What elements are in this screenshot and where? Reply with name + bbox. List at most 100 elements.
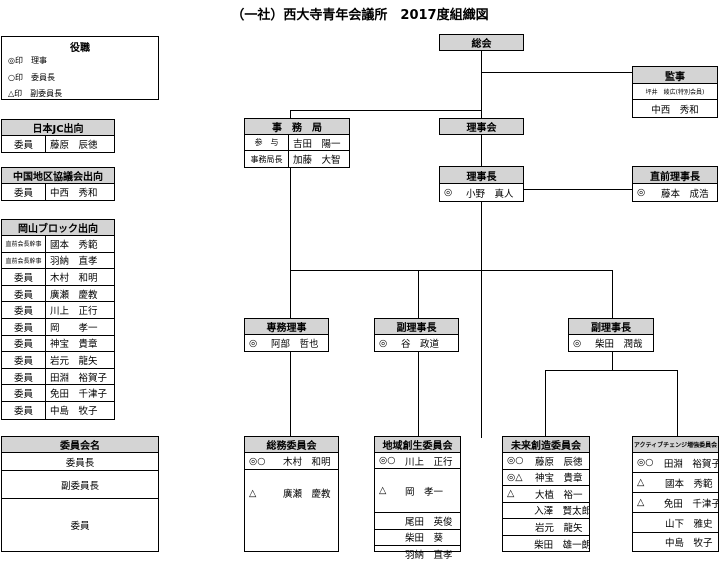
template-member-row: 委員 <box>2 499 158 551</box>
mark-cell: △ <box>637 477 645 488</box>
name-cell: 中西 秀和 <box>50 188 98 199</box>
name-cell: 神宝 貴章 <box>50 339 98 351</box>
name-cell: 木村 和明 <box>50 272 98 284</box>
role-cell: 委員 <box>2 302 46 318</box>
active-change-committee-box: アクティブチェンジ増強委員会 ◎○田淵 裕賀子 △ 國本 秀範 △免田 千津子山下 雅… <box>632 436 719 552</box>
table-row: 委員木村 和明 <box>2 269 114 286</box>
table-row: 柴田 葵 <box>375 530 460 547</box>
connector <box>290 110 291 118</box>
connector <box>545 370 678 371</box>
table-row: 委員 藤原 辰徳 <box>2 136 114 152</box>
jc-secondment-header: 日本JC出向 <box>2 120 114 136</box>
connector <box>612 270 613 318</box>
template-vice-row: 副委員長 <box>2 471 158 499</box>
table-row: 委員廣瀬 慶教 <box>2 285 114 303</box>
mark-cell: ◎ <box>444 187 453 198</box>
president-box: 理事長 ◎ 小野 真人 <box>439 166 524 202</box>
name-cell: 國本 秀範 <box>50 239 98 251</box>
table-row: 委員岡 孝一 <box>2 318 114 336</box>
mark-cell <box>633 513 661 532</box>
template-member: 委員 <box>70 521 90 532</box>
committee-header: 総務委員会 <box>245 437 338 453</box>
role-cell: 委員 <box>2 269 46 285</box>
vice-president-box: 副理事長 ◎ 柴田 潤哉 <box>568 318 654 352</box>
name-cell: 免田 千津子 <box>50 389 108 401</box>
mark-cell: ◎△ <box>507 471 523 483</box>
name-cell: 免田 千津子 <box>663 498 718 510</box>
table-row: 委員田淵 裕賀子 <box>2 368 114 386</box>
name-cell: 田淵 裕賀子 <box>50 372 108 384</box>
table-row: 委員岩元 龍矢 <box>2 352 114 369</box>
table-row: ◎ 阿部 哲也 <box>245 335 328 351</box>
table-row: ◎○木村 和明 <box>245 453 338 470</box>
table-row: 直前会長幹事羽納 直孝 <box>2 252 114 270</box>
table-row: 岩元 龍矢 <box>503 519 589 536</box>
mark-cell: ◎ <box>573 337 582 349</box>
connector <box>677 370 678 436</box>
table-row: △廣瀬 慶教 <box>245 470 338 516</box>
template-header: 委員会名 <box>2 437 158 453</box>
role-cell: 委員 <box>2 318 46 335</box>
table-row: △ 國本 秀範 <box>633 473 718 493</box>
table-row: △免田 千津子 <box>633 493 718 513</box>
table-row: ◎○川上 正行 <box>375 453 460 470</box>
name-cell: 神宝 貴章 <box>535 473 583 485</box>
table-row: 柴田 雄一朗 <box>503 536 589 553</box>
secretariat-box: 事 務 局 参 与 吉田 陽一 事務局長 加藤 大智 <box>244 118 350 168</box>
committee-header: 未来創造委員会 <box>503 437 589 453</box>
table-row: 委員免田 千津子 <box>2 385 114 402</box>
secretariat-header: 事 務 局 <box>245 119 349 135</box>
name-cell: 川上 正行 <box>50 306 98 318</box>
name-cell: 岩元 龍矢 <box>535 522 583 534</box>
vice-president-header: 副理事長 <box>569 319 653 335</box>
regional-revitalization-committee-box: 地域創生委員会 ◎○川上 正行△岡 孝一尾田 英俊柴田 葵羽納 直孝 <box>374 436 461 561</box>
template-vice: 副委員長 <box>60 480 99 492</box>
name-cell: 藤原 辰徳 <box>535 456 583 468</box>
role-cell: 委員 <box>2 335 46 352</box>
mark-cell <box>375 513 401 528</box>
name-cell: 中島 牧子 <box>50 406 98 418</box>
table-row: △岡 孝一 <box>375 469 460 514</box>
auditor-sub-row: 坪井 綾広(特別会員) <box>633 84 717 100</box>
mark-cell <box>375 530 401 545</box>
mark-cell: △ <box>249 487 257 499</box>
committee-header: アクティブチェンジ増強委員会 <box>633 437 718 453</box>
name-cell: 岩元 龍矢 <box>50 355 98 367</box>
future-creation-committee-box: 未来創造委員会 ◎○藤原 辰徳◎△神宝 貴章△大植 裕一入澤 賢太郎岩元 龍矢柴… <box>502 436 590 552</box>
role-cell: 直前会長幹事 <box>2 236 46 252</box>
table-row: 参 与 吉田 陽一 <box>245 135 349 151</box>
managing-director-box: 専務理事 ◎ 阿部 哲也 <box>244 318 329 352</box>
name-cell: 小野 真人 <box>466 188 514 200</box>
chugoku-secondment-box: 中国地区協議会出向 委員 中西 秀和 <box>1 167 115 201</box>
table-row: ◎○ 藤原 辰徳 <box>503 453 589 470</box>
auditor-header: 監事 <box>633 67 717 84</box>
connector <box>290 166 291 436</box>
mark-cell <box>503 503 530 519</box>
name-cell: 谷 政道 <box>401 339 440 350</box>
connector <box>418 350 419 436</box>
mark-cell: ◎ <box>249 337 258 349</box>
mark-cell: ◎○ <box>507 455 524 467</box>
connector <box>481 72 681 73</box>
connector <box>520 189 632 190</box>
auditor-box: 監事 坪井 綾広(特別会員) 中西 秀和 <box>632 66 718 118</box>
connector <box>545 370 546 436</box>
name-cell: 國本 秀範 <box>665 478 713 490</box>
vice-president-box: 副理事長 ◎ 谷 政道 <box>374 318 459 352</box>
role-cell: 事務局長 <box>245 151 289 167</box>
table-row: ◎△ 神宝 貴章 <box>503 470 589 486</box>
table-row: 委員 中西 秀和 <box>2 184 114 200</box>
committee-header: 地域創生委員会 <box>375 437 460 453</box>
name-cell: 大植 裕一 <box>535 489 583 501</box>
table-row: 羽納 直孝 <box>375 546 460 562</box>
table-row: ◎ 小野 真人 <box>440 184 523 201</box>
okayama-secondment-header: 岡山ブロック出向 <box>2 220 114 236</box>
name-cell: 廣瀬 慶教 <box>50 289 98 301</box>
table-row: ◎○田淵 裕賀子 <box>633 453 718 473</box>
table-row: 事務局長 加藤 大智 <box>245 151 349 167</box>
general-assembly-box: 総会 <box>439 34 524 51</box>
table-row: 委員神宝 貴章 <box>2 335 114 353</box>
name-cell: 入澤 賢太郎 <box>534 506 589 518</box>
mark-cell <box>633 533 661 551</box>
table-row: 山下 雅史 <box>633 513 718 533</box>
